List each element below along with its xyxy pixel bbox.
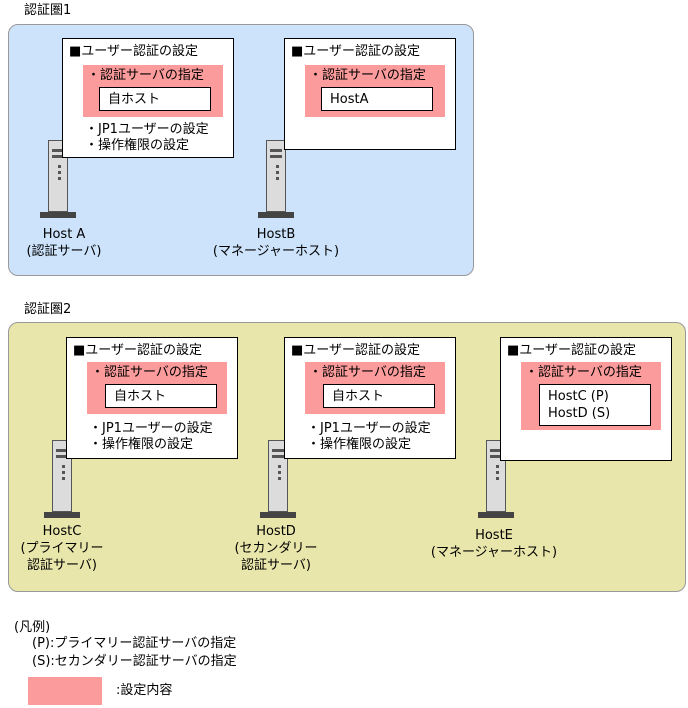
host-role-2: 認証サーバ) (27, 558, 97, 573)
host-name: Host A (42, 227, 86, 242)
server-icon (258, 140, 294, 218)
permission-setting: ・操作権限の設定 (307, 437, 412, 452)
host-name: HostD (256, 524, 296, 539)
panel-title: ■ユーザー認証の設定 (73, 343, 203, 358)
auth-server-setting: ・認証サーバの指定 HostA (305, 65, 445, 117)
auth-server-setting: ・認証サーバの指定 自ホスト (305, 362, 445, 414)
primary-auth-server-value: HostC (P) (548, 389, 609, 404)
jp1-user-setting: ・JP1ユーザーの設定 (89, 421, 213, 436)
panel-title: ■ユーザー認証の設定 (507, 343, 637, 358)
auth-server-value: 自ホスト (332, 389, 385, 404)
host-b-settings-panel: ■ユーザー認証の設定 ・認証サーバの指定 HostA (284, 38, 456, 150)
secondary-auth-server-value: HostD (S) (548, 406, 611, 421)
jp1-user-setting: ・JP1ユーザーの設定 (85, 122, 209, 137)
host-d-label: HostD (セカンダリー 認証サーバ) (216, 523, 336, 574)
host-role: (マネージャーホスト) (212, 244, 340, 259)
host-e-settings-panel: ■ユーザー認証の設定 ・認証サーバの指定 HostC (P) HostD (S) (500, 337, 672, 461)
host-role: (認証サーバ) (26, 244, 102, 259)
legend-item-secondary: (S):セカンダリー認証サーバの指定 (32, 654, 237, 669)
permission-setting: ・操作権限の設定 (89, 437, 194, 452)
host-role: (プライマリー (20, 541, 104, 556)
host-e-label: HostE (マネージャーホスト) (414, 527, 574, 561)
domain-label-1: 認証圏1 (24, 3, 72, 18)
host-d-settings-panel: ■ユーザー認証の設定 ・認証サーバの指定 自ホスト ・JP1ユーザーの設定 ・操… (284, 337, 456, 459)
auth-server-setting: ・認証サーバの指定 自ホスト (83, 65, 223, 117)
auth-server-value-box: 自ホスト (323, 384, 435, 408)
server-icon (40, 140, 76, 218)
section-label: ・認証サーバの指定 (91, 365, 208, 380)
host-a-settings-panel: ■ユーザー認証の設定 ・認証サーバの指定 自ホスト ・JP1ユーザーの設定 ・操… (62, 38, 234, 158)
host-a-label: Host A (認証サーバ) (4, 226, 124, 260)
panel-title: ■ユーザー認証の設定 (291, 44, 421, 59)
host-role-2: 認証サーバ) (241, 558, 311, 573)
section-label: ・認証サーバの指定 (309, 365, 426, 380)
host-c-settings-panel: ■ユーザー認証の設定 ・認証サーバの指定 自ホスト ・JP1ユーザーの設定 ・操… (66, 337, 238, 459)
section-label: ・認証サーバの指定 (87, 68, 204, 83)
auth-server-value-box: 自ホスト (99, 87, 211, 111)
panel-title: ■ユーザー認証の設定 (69, 44, 199, 59)
auth-server-value: HostA (330, 92, 369, 107)
host-c-label: HostC (プライマリー 認証サーバ) (2, 523, 122, 574)
auth-server-value: 自ホスト (108, 92, 161, 107)
section-label: ・認証サーバの指定 (525, 365, 642, 380)
panel-title: ■ユーザー認証の設定 (291, 343, 421, 358)
auth-server-value-box: HostC (P) HostD (S) (539, 384, 651, 426)
server-icon (260, 440, 296, 518)
auth-server-value-box: HostA (321, 87, 433, 111)
auth-server-setting: ・認証サーバの指定 自ホスト (87, 362, 227, 414)
permission-setting: ・操作権限の設定 (85, 138, 190, 153)
host-role: (マネージャーホスト) (430, 545, 558, 560)
host-name: HostE (475, 528, 513, 543)
auth-server-value: 自ホスト (114, 389, 167, 404)
jp1-user-setting: ・JP1ユーザーの設定 (307, 421, 431, 436)
auth-server-setting: ・認証サーバの指定 HostC (P) HostD (S) (521, 362, 661, 430)
host-b-label: HostB (マネージャーホスト) (196, 226, 356, 260)
host-name: HostB (256, 227, 296, 242)
host-role: (セカンダリー (234, 541, 318, 556)
host-name: HostC (42, 524, 82, 539)
section-label: ・認証サーバの指定 (309, 68, 426, 83)
legend-title: (凡例) (14, 620, 51, 635)
domain-label-2: 認証圏2 (24, 302, 72, 317)
auth-server-value-box: 自ホスト (105, 384, 217, 408)
legend-item-primary: (P):プライマリー認証サーバの指定 (32, 636, 237, 651)
legend-swatch (28, 677, 102, 705)
legend-swatch-label: :設定内容 (116, 683, 173, 698)
